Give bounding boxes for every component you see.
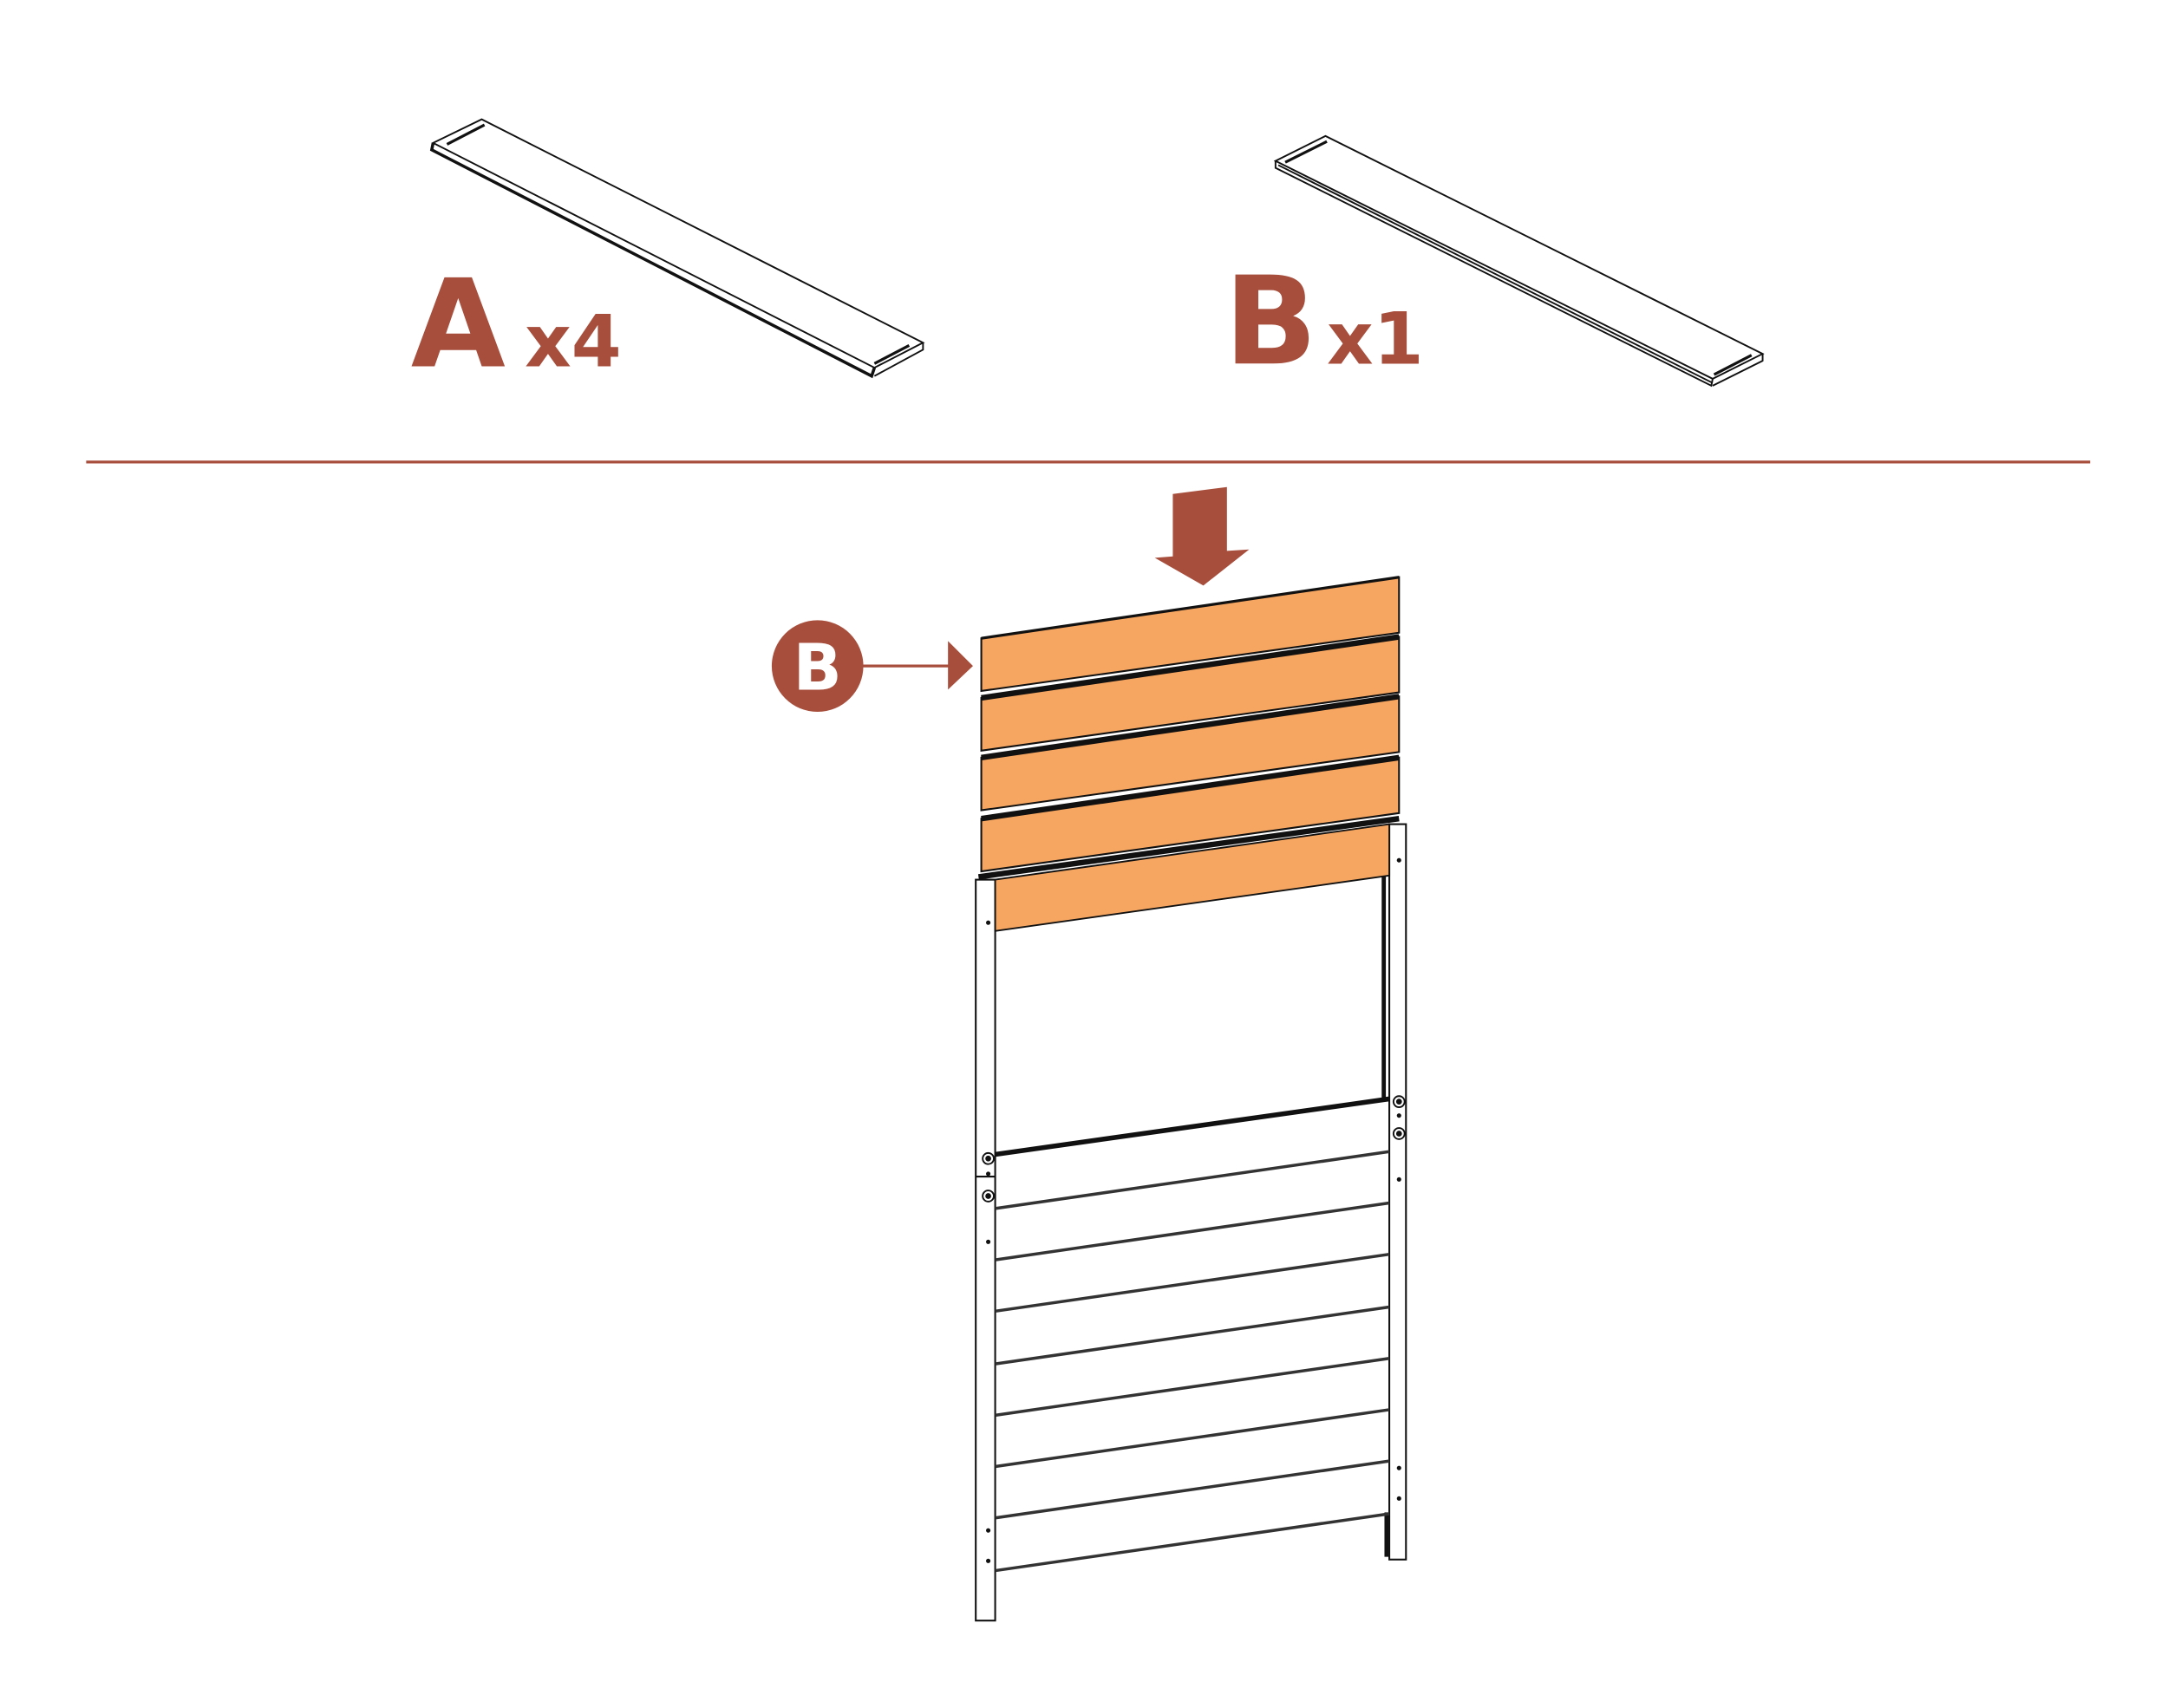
hole-dot <box>1396 1113 1401 1118</box>
screws <box>982 857 1406 1563</box>
slat-line <box>995 1356 1390 1418</box>
left-post <box>975 878 996 1622</box>
board-edge <box>981 694 1400 760</box>
part-b-board <box>1273 134 1765 388</box>
screw-center <box>1395 1098 1402 1105</box>
board-b <box>980 694 1401 812</box>
board-edge <box>981 754 1400 822</box>
board-b <box>980 634 1401 752</box>
hole-dot <box>1396 1496 1401 1501</box>
screw-center <box>1395 1131 1402 1137</box>
hole-dot <box>986 1558 991 1563</box>
frame <box>975 823 1407 1622</box>
slat-line <box>995 1459 1390 1520</box>
boards-b <box>980 576 1401 873</box>
slat-line <box>995 1512 1390 1573</box>
slat-line <box>995 1408 1390 1469</box>
screw-center <box>985 1155 991 1162</box>
installed-top-board <box>994 823 1391 932</box>
hole-dot <box>986 1171 991 1177</box>
slat-line <box>995 1305 1390 1366</box>
board-b <box>980 576 1401 693</box>
board-edge <box>981 634 1400 701</box>
right-post <box>1388 823 1407 1561</box>
part-a-board <box>429 118 925 379</box>
callout-arrow-icon <box>948 641 973 690</box>
part-a-quantity: x4 <box>525 299 622 383</box>
hole-dot <box>1396 1465 1401 1470</box>
callout-letter: B <box>793 631 842 705</box>
part-b-quantity: x1 <box>1327 297 1424 381</box>
slat-line <box>995 1201 1390 1261</box>
board-b <box>980 754 1401 873</box>
hole-dot <box>1396 1177 1401 1182</box>
fence-slats <box>995 1150 1390 1573</box>
part-a-letter: A <box>411 253 506 395</box>
part-b-letter: B <box>1224 251 1317 393</box>
hole-dot <box>986 920 991 925</box>
hole-dot <box>986 1239 991 1244</box>
hole-dot <box>1396 857 1401 863</box>
slat-line <box>995 1150 1390 1210</box>
callout-b: B <box>771 620 973 712</box>
slat-line <box>995 1252 1390 1314</box>
board-edge <box>981 576 1400 640</box>
hole-dot <box>986 1528 991 1533</box>
down-arrow-icon <box>1154 486 1250 586</box>
screw-center <box>985 1193 991 1199</box>
